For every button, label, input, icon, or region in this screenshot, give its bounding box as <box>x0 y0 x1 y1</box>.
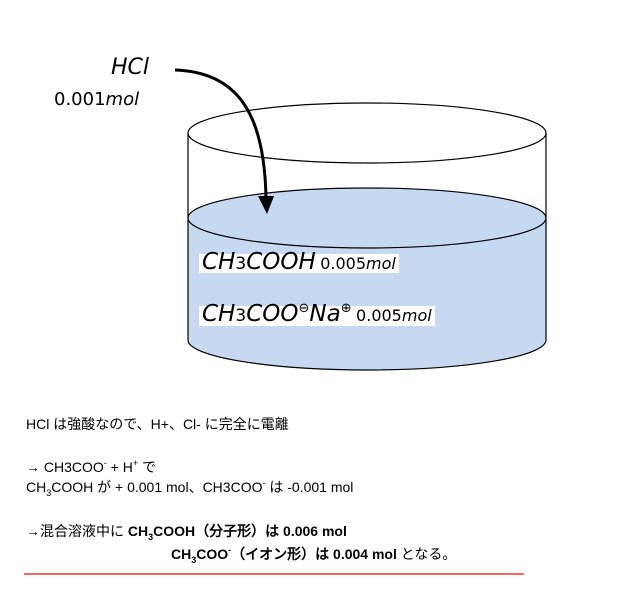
species2-charge-plus: ⊕ <box>340 301 352 316</box>
note-line-4-bold-b: COOH（分子形）は 0.006 mol <box>153 523 347 539</box>
note-line-1: HCl は強酸なので、H+、Cl- に完全に電離 <box>26 416 289 432</box>
note-line-3-b: COOH が + 0.001 mol、CH3COO <box>51 479 263 495</box>
note-line-2: → CH3COO- + H+ で <box>26 458 157 477</box>
species2-formula-sub: 3 <box>235 306 247 326</box>
note-line-5: CH3COO-（イオン形）は 0.004 mol となる。 <box>171 545 457 565</box>
note-line-1-text: HCl は強酸なので、H+、Cl- に完全に電離 <box>26 416 289 432</box>
beaker-bottom <box>187 339 547 371</box>
hcl-formula: HCl <box>111 55 150 80</box>
hcl-amount-number: 0.001 <box>54 89 106 110</box>
note-line-5-sub: 3 <box>191 555 197 565</box>
note-line-4-bold-a: CH <box>127 523 149 539</box>
note-line-3: CH3COOH が + 0.001 mol、CH3COO- は -0.001 m… <box>26 478 354 498</box>
hcl-label: HCl <box>111 56 149 80</box>
note-line-3-sup: - <box>262 478 266 488</box>
note-line-5-bold-c: （イオン形）は 0.004 mol <box>231 546 397 562</box>
species1-amount-number: 0.005 <box>320 254 367 273</box>
note-line-4-sub: 3 <box>148 532 154 542</box>
note-line-5-sup: - <box>228 545 232 555</box>
note-line-3-sub: 3 <box>46 488 52 498</box>
note-line-2-sup1: - <box>103 458 107 468</box>
species2-charge-minus: ⊖ <box>298 301 310 316</box>
species2-cation: Na <box>309 301 341 327</box>
note-line-2-mid: + H <box>106 459 133 475</box>
species2-amount-unit: mol <box>401 306 432 325</box>
species1-formula-a: CH <box>202 249 236 275</box>
addition-arrowhead <box>258 196 274 214</box>
species1-formula-b: COOH <box>246 249 316 275</box>
note-line-2-suffix: で <box>138 459 157 475</box>
note-line-5-bold-b: COO <box>196 546 229 562</box>
note-line-5-bold-a: CH <box>171 546 192 562</box>
note-line-3-a: CH <box>26 479 47 495</box>
note-line-2-prefix: → CH3COO <box>26 459 104 475</box>
species-acetic-acid: CH3COOH 0.005mol <box>199 251 399 274</box>
note-line-4: →混合溶液中に CH3COOH（分子形）は 0.006 mol <box>26 523 347 542</box>
species2-formula-b: COO <box>246 301 299 327</box>
beaker-rim <box>187 102 547 164</box>
addition-arrow <box>174 68 268 201</box>
note-line-5-suffix: となる。 <box>396 546 457 562</box>
species1-formula-sub: 3 <box>235 254 247 274</box>
species2-amount-number: 0.005 <box>356 306 402 325</box>
species-sodium-acetate: CH3COO⊖Na⊕ 0.005mol <box>199 301 435 326</box>
note-line-3-c: は -0.001 mol <box>265 479 354 495</box>
hcl-amount: 0.001mol <box>54 90 139 110</box>
species1-amount-unit: mol <box>366 254 396 273</box>
solution-surface <box>187 187 547 249</box>
note-line-4-prefix: →混合溶液中に <box>26 523 128 539</box>
hcl-amount-unit: mol <box>105 89 140 110</box>
species2-formula-a: CH <box>202 301 236 327</box>
note-line-2-sup2: + <box>132 458 139 468</box>
